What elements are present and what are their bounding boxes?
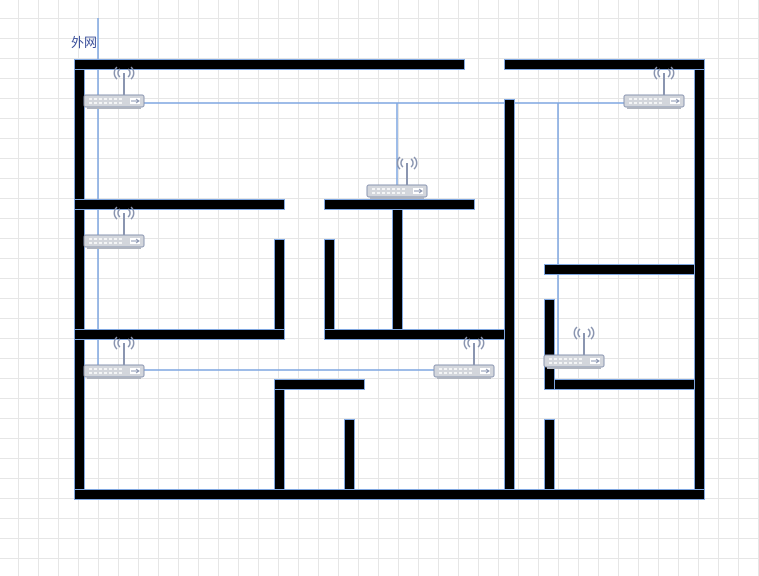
wall [344, 419, 355, 490]
wall [392, 209, 403, 330]
wall [544, 264, 695, 275]
network-links [97, 18, 628, 372]
wall [544, 299, 555, 390]
internet-label[interactable]: 外网 [71, 36, 98, 51]
walls [74, 59, 705, 500]
wall [74, 489, 705, 500]
router-icon[interactable] [83, 206, 145, 250]
wall [274, 379, 365, 390]
wall [74, 199, 285, 210]
wall [544, 419, 555, 490]
wall [324, 239, 335, 330]
router-icon[interactable] [83, 336, 145, 380]
wall [324, 329, 505, 340]
wall [694, 69, 705, 490]
wall [274, 389, 285, 490]
router-icon[interactable] [623, 66, 685, 110]
wall [554, 379, 695, 390]
wall [74, 329, 285, 340]
wall [504, 99, 515, 490]
wall [274, 239, 285, 330]
router-icon[interactable] [83, 66, 145, 110]
wall [324, 199, 475, 210]
wall [74, 59, 465, 70]
wall [504, 59, 705, 70]
router-icon[interactable] [433, 336, 495, 380]
wall [74, 69, 85, 490]
